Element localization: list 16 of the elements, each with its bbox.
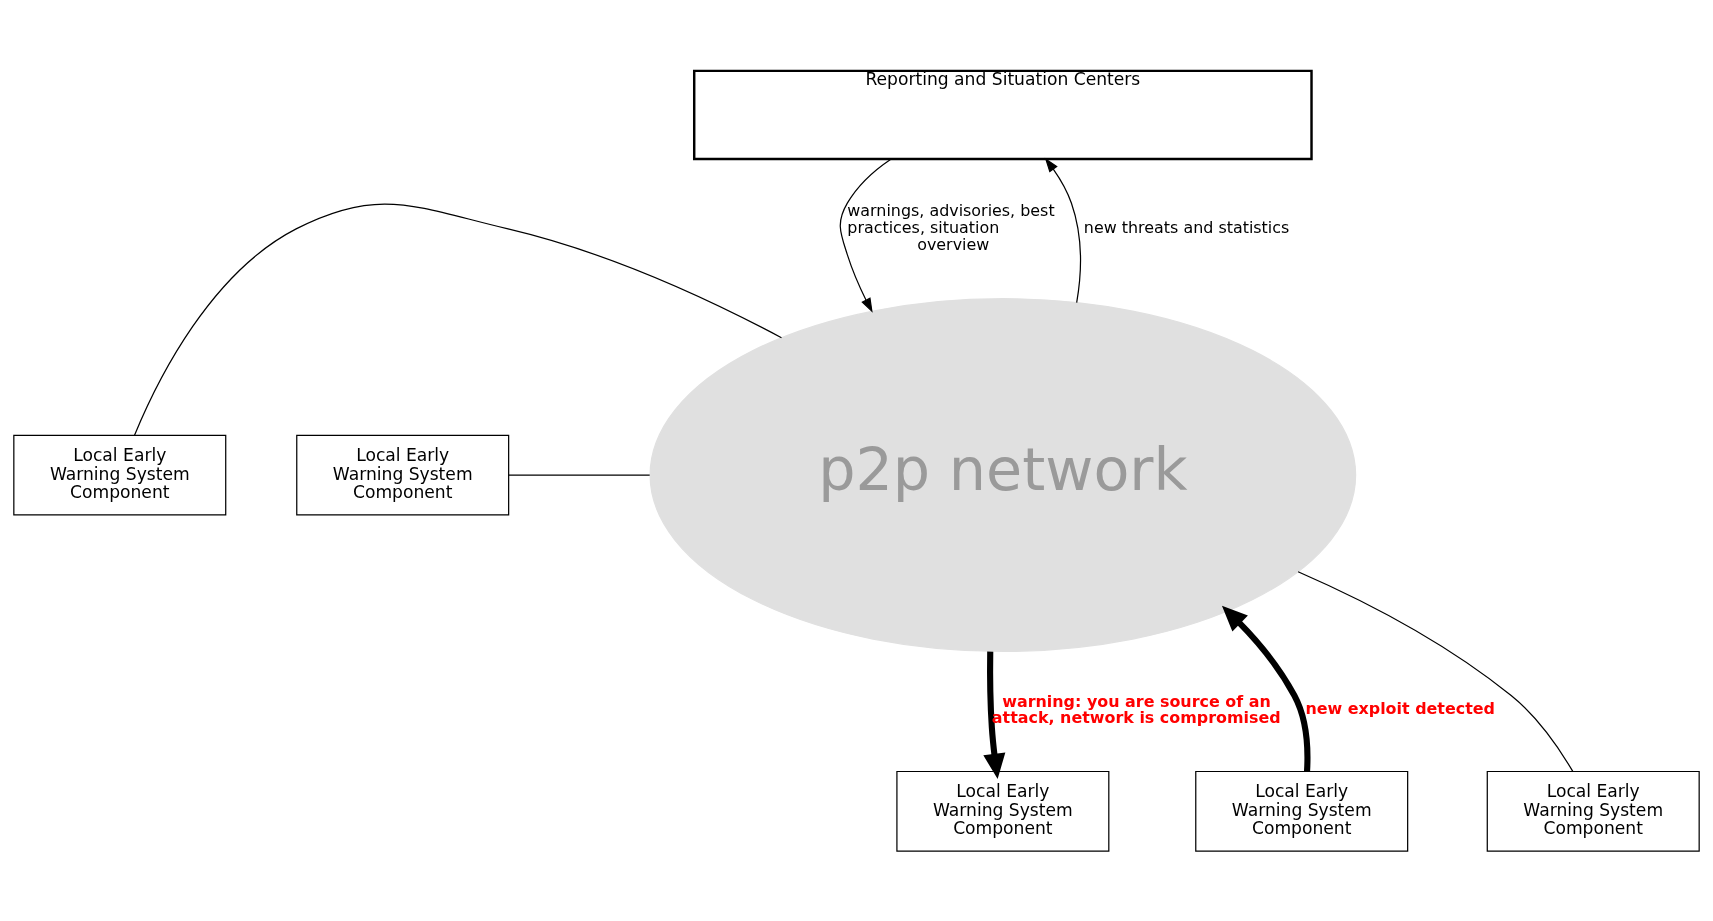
node-box: Local Early Warning System Component	[1195, 770, 1409, 852]
connector	[133, 202, 783, 436]
edge-label: new exploit detected	[1305, 698, 1495, 718]
node-box: Local Early Warning System Component	[296, 434, 510, 515]
node-box: Local Early Warning System Component	[1486, 770, 1700, 852]
connector	[1297, 570, 1574, 772]
edge-label: new threats and statistics	[1083, 217, 1290, 237]
arrow	[839, 158, 892, 313]
arrow	[1221, 605, 1311, 771]
edge-label: warnings, advisories, best practices, situation overview	[847, 200, 1055, 254]
node-box: Local Early Warning System Component	[896, 770, 1110, 852]
connector	[508, 473, 651, 476]
node-box: Local Early Warning System Component	[13, 434, 227, 515]
arrow	[1044, 157, 1082, 303]
arrow	[983, 651, 1006, 779]
node-box: Reporting and Situation Centers	[693, 69, 1313, 160]
